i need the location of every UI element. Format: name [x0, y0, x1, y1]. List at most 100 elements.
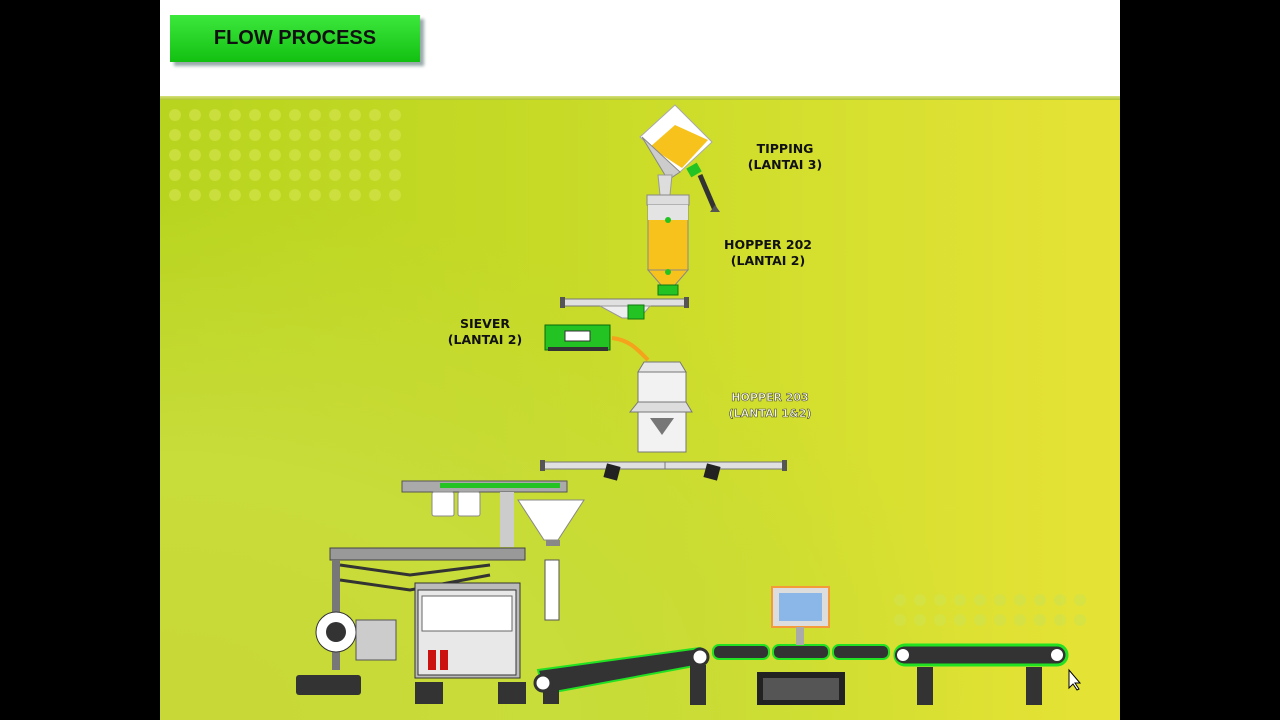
dot-pattern-left	[169, 109, 401, 201]
siever-unit	[544, 324, 650, 362]
pattern-dot	[229, 169, 241, 181]
pattern-dot	[954, 614, 966, 626]
pattern-dot	[229, 129, 241, 141]
pattern-dot	[934, 594, 946, 606]
pattern-dot	[934, 614, 946, 626]
pattern-dot	[249, 189, 261, 201]
pattern-dot	[289, 149, 301, 161]
dot-pattern-right	[894, 594, 1086, 626]
pattern-dot	[954, 594, 966, 606]
pattern-dot	[249, 129, 261, 141]
pattern-dot	[974, 594, 986, 606]
pattern-dot	[249, 169, 261, 181]
pattern-dot	[994, 594, 1006, 606]
pattern-dot	[914, 614, 926, 626]
pattern-dot	[389, 169, 401, 181]
pattern-dot	[189, 129, 201, 141]
pattern-dot	[169, 129, 181, 141]
pattern-dot	[209, 149, 221, 161]
pattern-dot	[349, 129, 361, 141]
pattern-dot	[229, 189, 241, 201]
label-hopper-202-floor: (LANTAI 2)	[730, 253, 806, 268]
cursor-icon	[1068, 668, 1082, 691]
pattern-dot	[169, 149, 181, 161]
label-hopper-202: HOPPER 202 (LANTAI 2)	[718, 237, 818, 269]
label-siever: SIEVER (LANTAI 2)	[435, 316, 535, 348]
pattern-dot	[349, 189, 361, 201]
pattern-dot	[1074, 614, 1086, 626]
pattern-dot	[189, 149, 201, 161]
label-siever-floor: (LANTAI 2)	[447, 332, 523, 347]
pattern-dot	[349, 149, 361, 161]
pattern-dot	[189, 109, 201, 121]
pattern-dot	[349, 109, 361, 121]
pattern-dot	[289, 129, 301, 141]
pattern-dot	[369, 109, 381, 121]
pattern-dot	[369, 149, 381, 161]
pattern-dot	[329, 189, 341, 201]
pattern-dot	[209, 109, 221, 121]
hopper-lower	[540, 361, 787, 481]
pattern-dot	[169, 169, 181, 181]
packing-machine	[296, 480, 585, 704]
pattern-dot	[229, 149, 241, 161]
pattern-dot	[269, 169, 281, 181]
tipping-unit	[639, 104, 720, 212]
pattern-dot	[389, 109, 401, 121]
title-banner: FLOW PROCESS	[170, 15, 420, 62]
pattern-dot	[309, 149, 321, 161]
pattern-dot	[269, 189, 281, 201]
pattern-dot	[269, 129, 281, 141]
pattern-dot	[329, 129, 341, 141]
pattern-dot	[249, 109, 261, 121]
label-hopper-lower-name: HOPPER 203	[731, 391, 809, 405]
pattern-dot	[309, 169, 321, 181]
pattern-dot	[269, 149, 281, 161]
slide: FLOW PROCESS	[160, 0, 1120, 720]
pattern-dot	[389, 149, 401, 161]
pattern-dot	[894, 614, 906, 626]
pattern-dot	[209, 169, 221, 181]
pattern-dot	[329, 149, 341, 161]
pattern-dot	[329, 169, 341, 181]
pattern-dot	[369, 169, 381, 181]
pattern-dot	[189, 189, 201, 201]
pattern-dot	[1054, 594, 1066, 606]
label-hopper-202-name: HOPPER 202	[723, 237, 813, 252]
pattern-dot	[229, 109, 241, 121]
pattern-dot	[309, 129, 321, 141]
pattern-dot	[289, 109, 301, 121]
label-hopper-lower-floor: (LANTAI 1&2)	[728, 407, 812, 421]
stage-divider	[160, 96, 1120, 101]
pattern-dot	[1034, 614, 1046, 626]
label-hopper-lower: HOPPER 203 (LANTAI 1&2)	[710, 390, 830, 422]
pattern-dot	[994, 614, 1006, 626]
process-diagram	[169, 104, 1086, 705]
pattern-dot	[209, 129, 221, 141]
pattern-dot	[309, 109, 321, 121]
pattern-dot	[1014, 594, 1026, 606]
hopper-202	[560, 194, 690, 320]
pattern-dot	[389, 189, 401, 201]
label-tipping: TIPPING (LANTAI 3)	[735, 141, 835, 173]
pattern-dot	[1054, 614, 1066, 626]
page-title: FLOW PROCESS	[213, 27, 377, 49]
pattern-dot	[1034, 594, 1046, 606]
checkweigher-unit	[712, 586, 890, 705]
inclined-conveyor	[533, 646, 710, 705]
pattern-dot	[169, 109, 181, 121]
pattern-dot	[369, 189, 381, 201]
pattern-dot	[349, 169, 361, 181]
pattern-dot	[169, 189, 181, 201]
pattern-dot	[189, 169, 201, 181]
pattern-dot	[369, 129, 381, 141]
pattern-dot	[894, 594, 906, 606]
pattern-dot	[209, 189, 221, 201]
pattern-dot	[329, 109, 341, 121]
label-tipping-name: TIPPING	[756, 141, 814, 156]
pattern-dot	[289, 189, 301, 201]
pattern-dot	[269, 109, 281, 121]
pattern-dot	[289, 169, 301, 181]
pattern-dot	[389, 129, 401, 141]
label-tipping-floor: (LANTAI 3)	[747, 157, 823, 172]
